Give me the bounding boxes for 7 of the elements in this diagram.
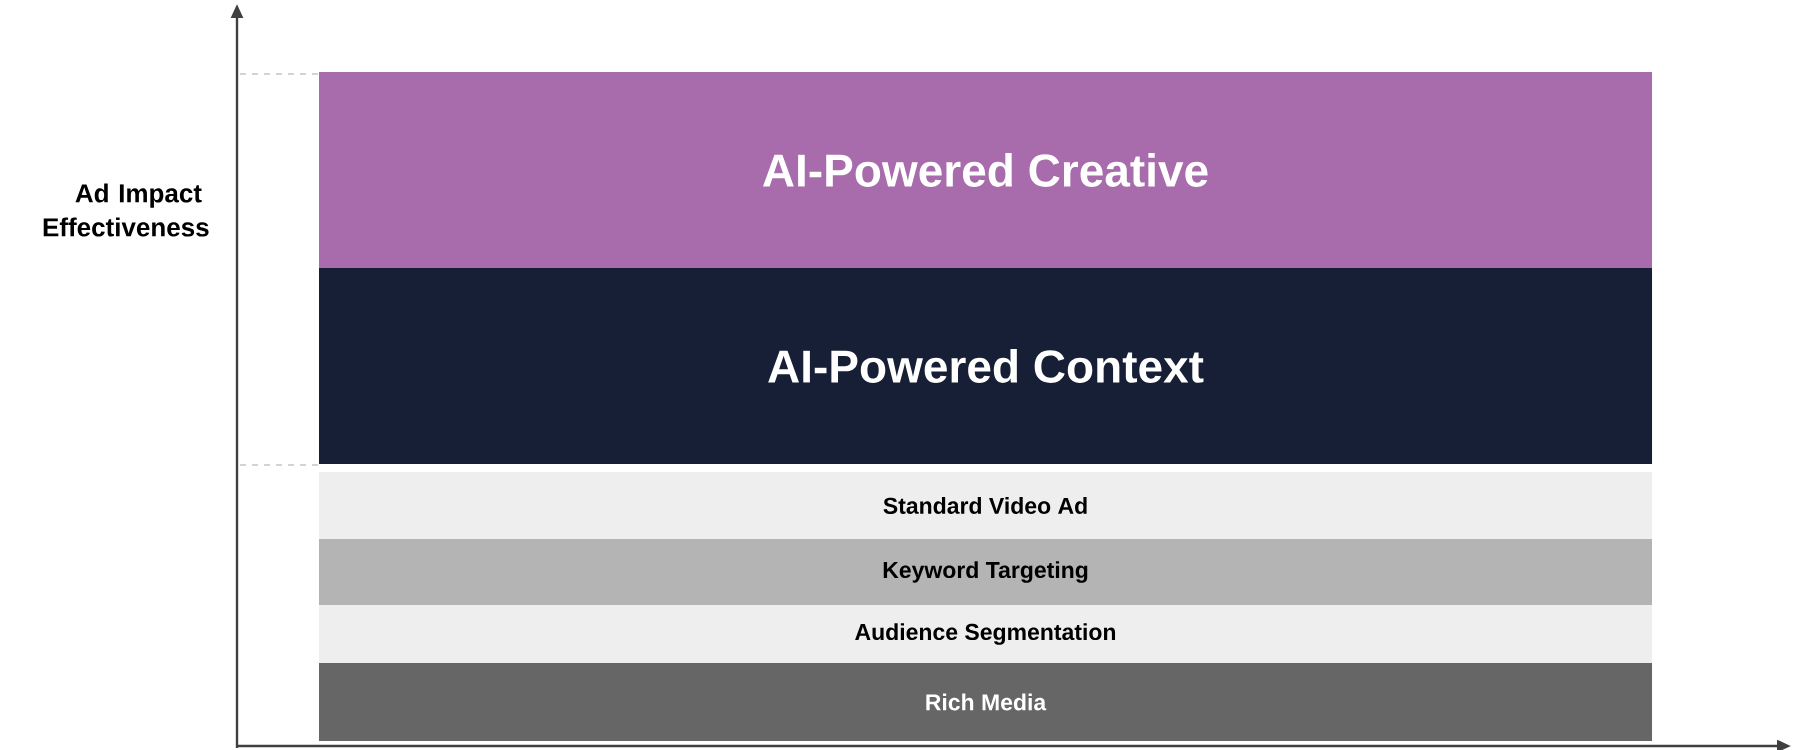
band-box: Audience Segmentation [319, 605, 1652, 663]
band-box: Rich Media [319, 663, 1652, 741]
band-box: Keyword Targeting [319, 539, 1652, 605]
band-box: AI-Powered Creative [319, 72, 1652, 268]
band-box: AI-Powered Context [319, 268, 1652, 464]
axis-label: Ad Impact Effectiveness [43, 183, 209, 237]
band-box: Standard Video Ad [319, 472, 1652, 539]
